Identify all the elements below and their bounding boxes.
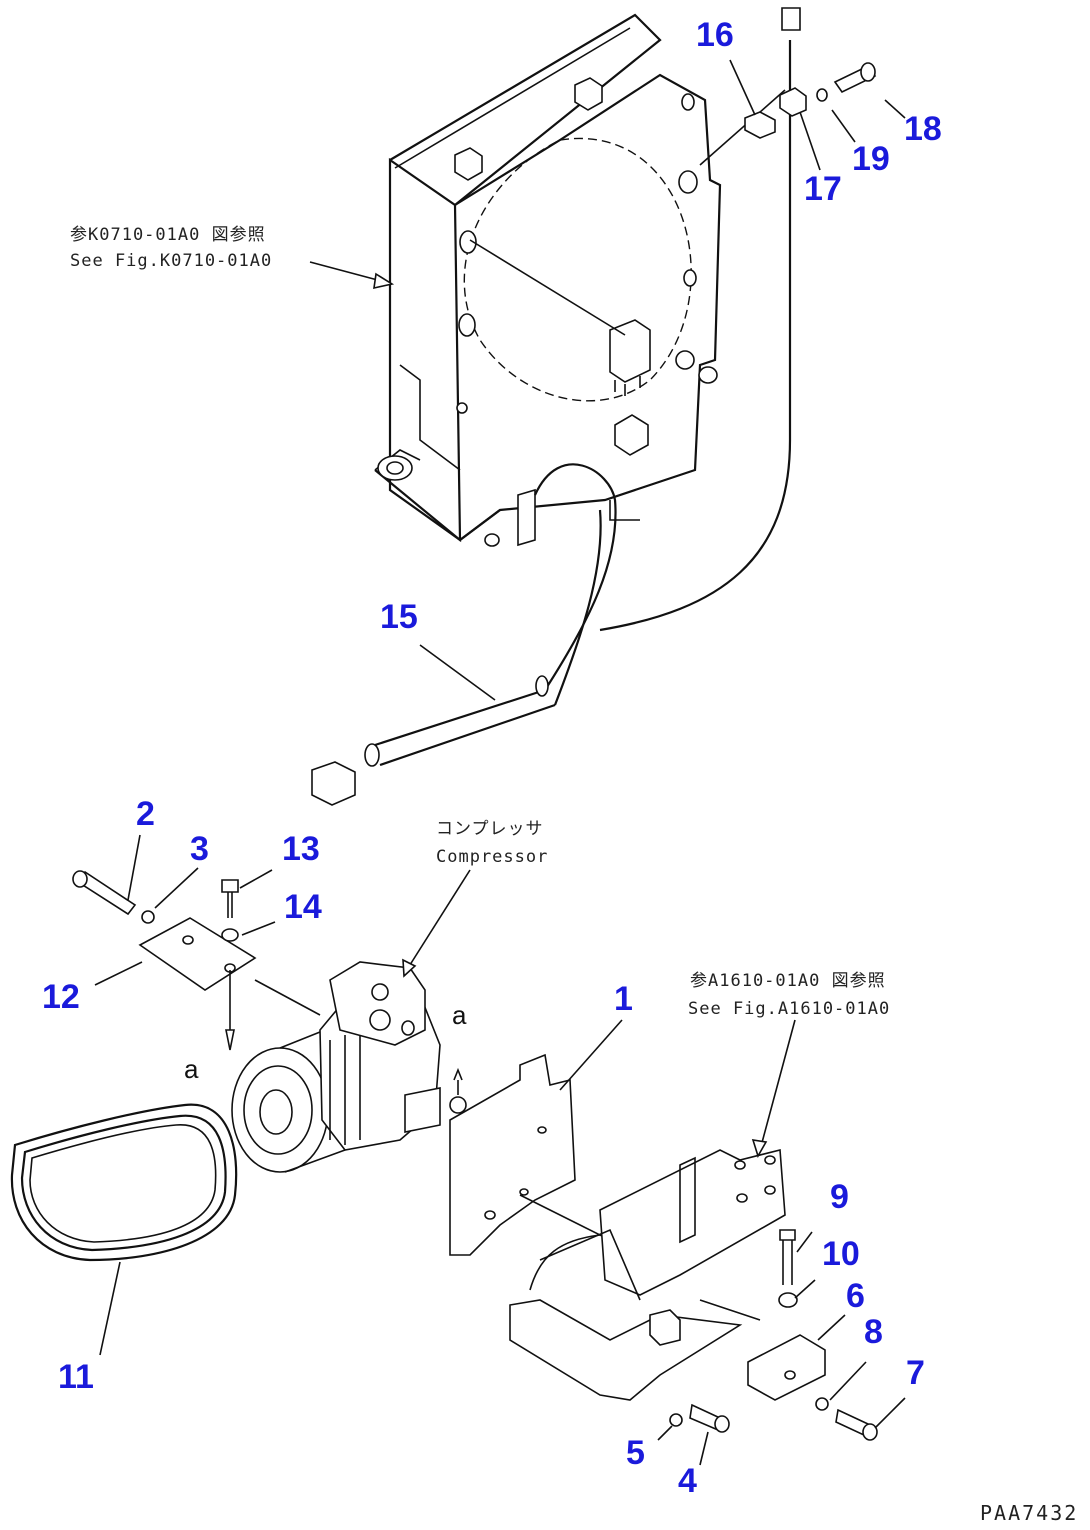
callout-10: 10	[822, 1235, 860, 1273]
callout-8: 8	[864, 1313, 883, 1351]
callout-18: 18	[904, 110, 942, 148]
callout-labels: 1 2 3 4 5 6 7 8 9 10 11 12 13 14 15 16 1…	[42, 16, 942, 1500]
callout-16: 16	[696, 16, 734, 54]
radiator-ref-jp: 参K0710-01A0 図参照	[70, 225, 266, 245]
callout-1: 1	[614, 980, 633, 1018]
callout-19: 19	[852, 140, 890, 178]
v-belt	[10, 1103, 238, 1262]
callout-11: 11	[58, 1358, 94, 1396]
radiator-shroud	[374, 13, 722, 547]
callout-4: 4	[678, 1462, 697, 1500]
callout-12: 12	[42, 978, 80, 1016]
drawing-code: PAA7432	[980, 1501, 1078, 1525]
bracket-ref-jp: 参A1610-01A0 図参照	[690, 971, 886, 991]
callout-2: 2	[136, 795, 155, 833]
compressor	[231, 961, 441, 1173]
marker-a-left: a	[184, 1054, 199, 1084]
callout-3: 3	[190, 830, 209, 868]
callout-7: 7	[906, 1354, 925, 1392]
radiator-ref-en: See Fig.K0710-01A0	[70, 251, 272, 271]
reference-notes: 参K0710-01A0 図参照 See Fig.K0710-01A0 コンプレッ…	[70, 225, 890, 1019]
bracket-ref-en: See Fig.A1610-01A0	[688, 999, 890, 1019]
callout-17: 17	[804, 170, 842, 208]
callout-13: 13	[282, 830, 320, 868]
callout-15: 15	[380, 598, 418, 636]
compressor-label-en: Compressor	[436, 847, 548, 867]
callout-6: 6	[846, 1277, 865, 1315]
adjuster-bracket	[509, 1148, 878, 1441]
callout-9: 9	[830, 1178, 849, 1216]
leader-lines	[94, 59, 906, 1466]
callout-5: 5	[626, 1434, 645, 1472]
compressor-label-jp: コンプレッサ	[436, 819, 544, 839]
upper-bracket	[72, 870, 321, 1051]
sensor-parts	[744, 7, 877, 139]
callout-14: 14	[284, 888, 322, 926]
wiring-harness	[311, 40, 792, 806]
marker-a-right: a	[452, 1000, 467, 1030]
